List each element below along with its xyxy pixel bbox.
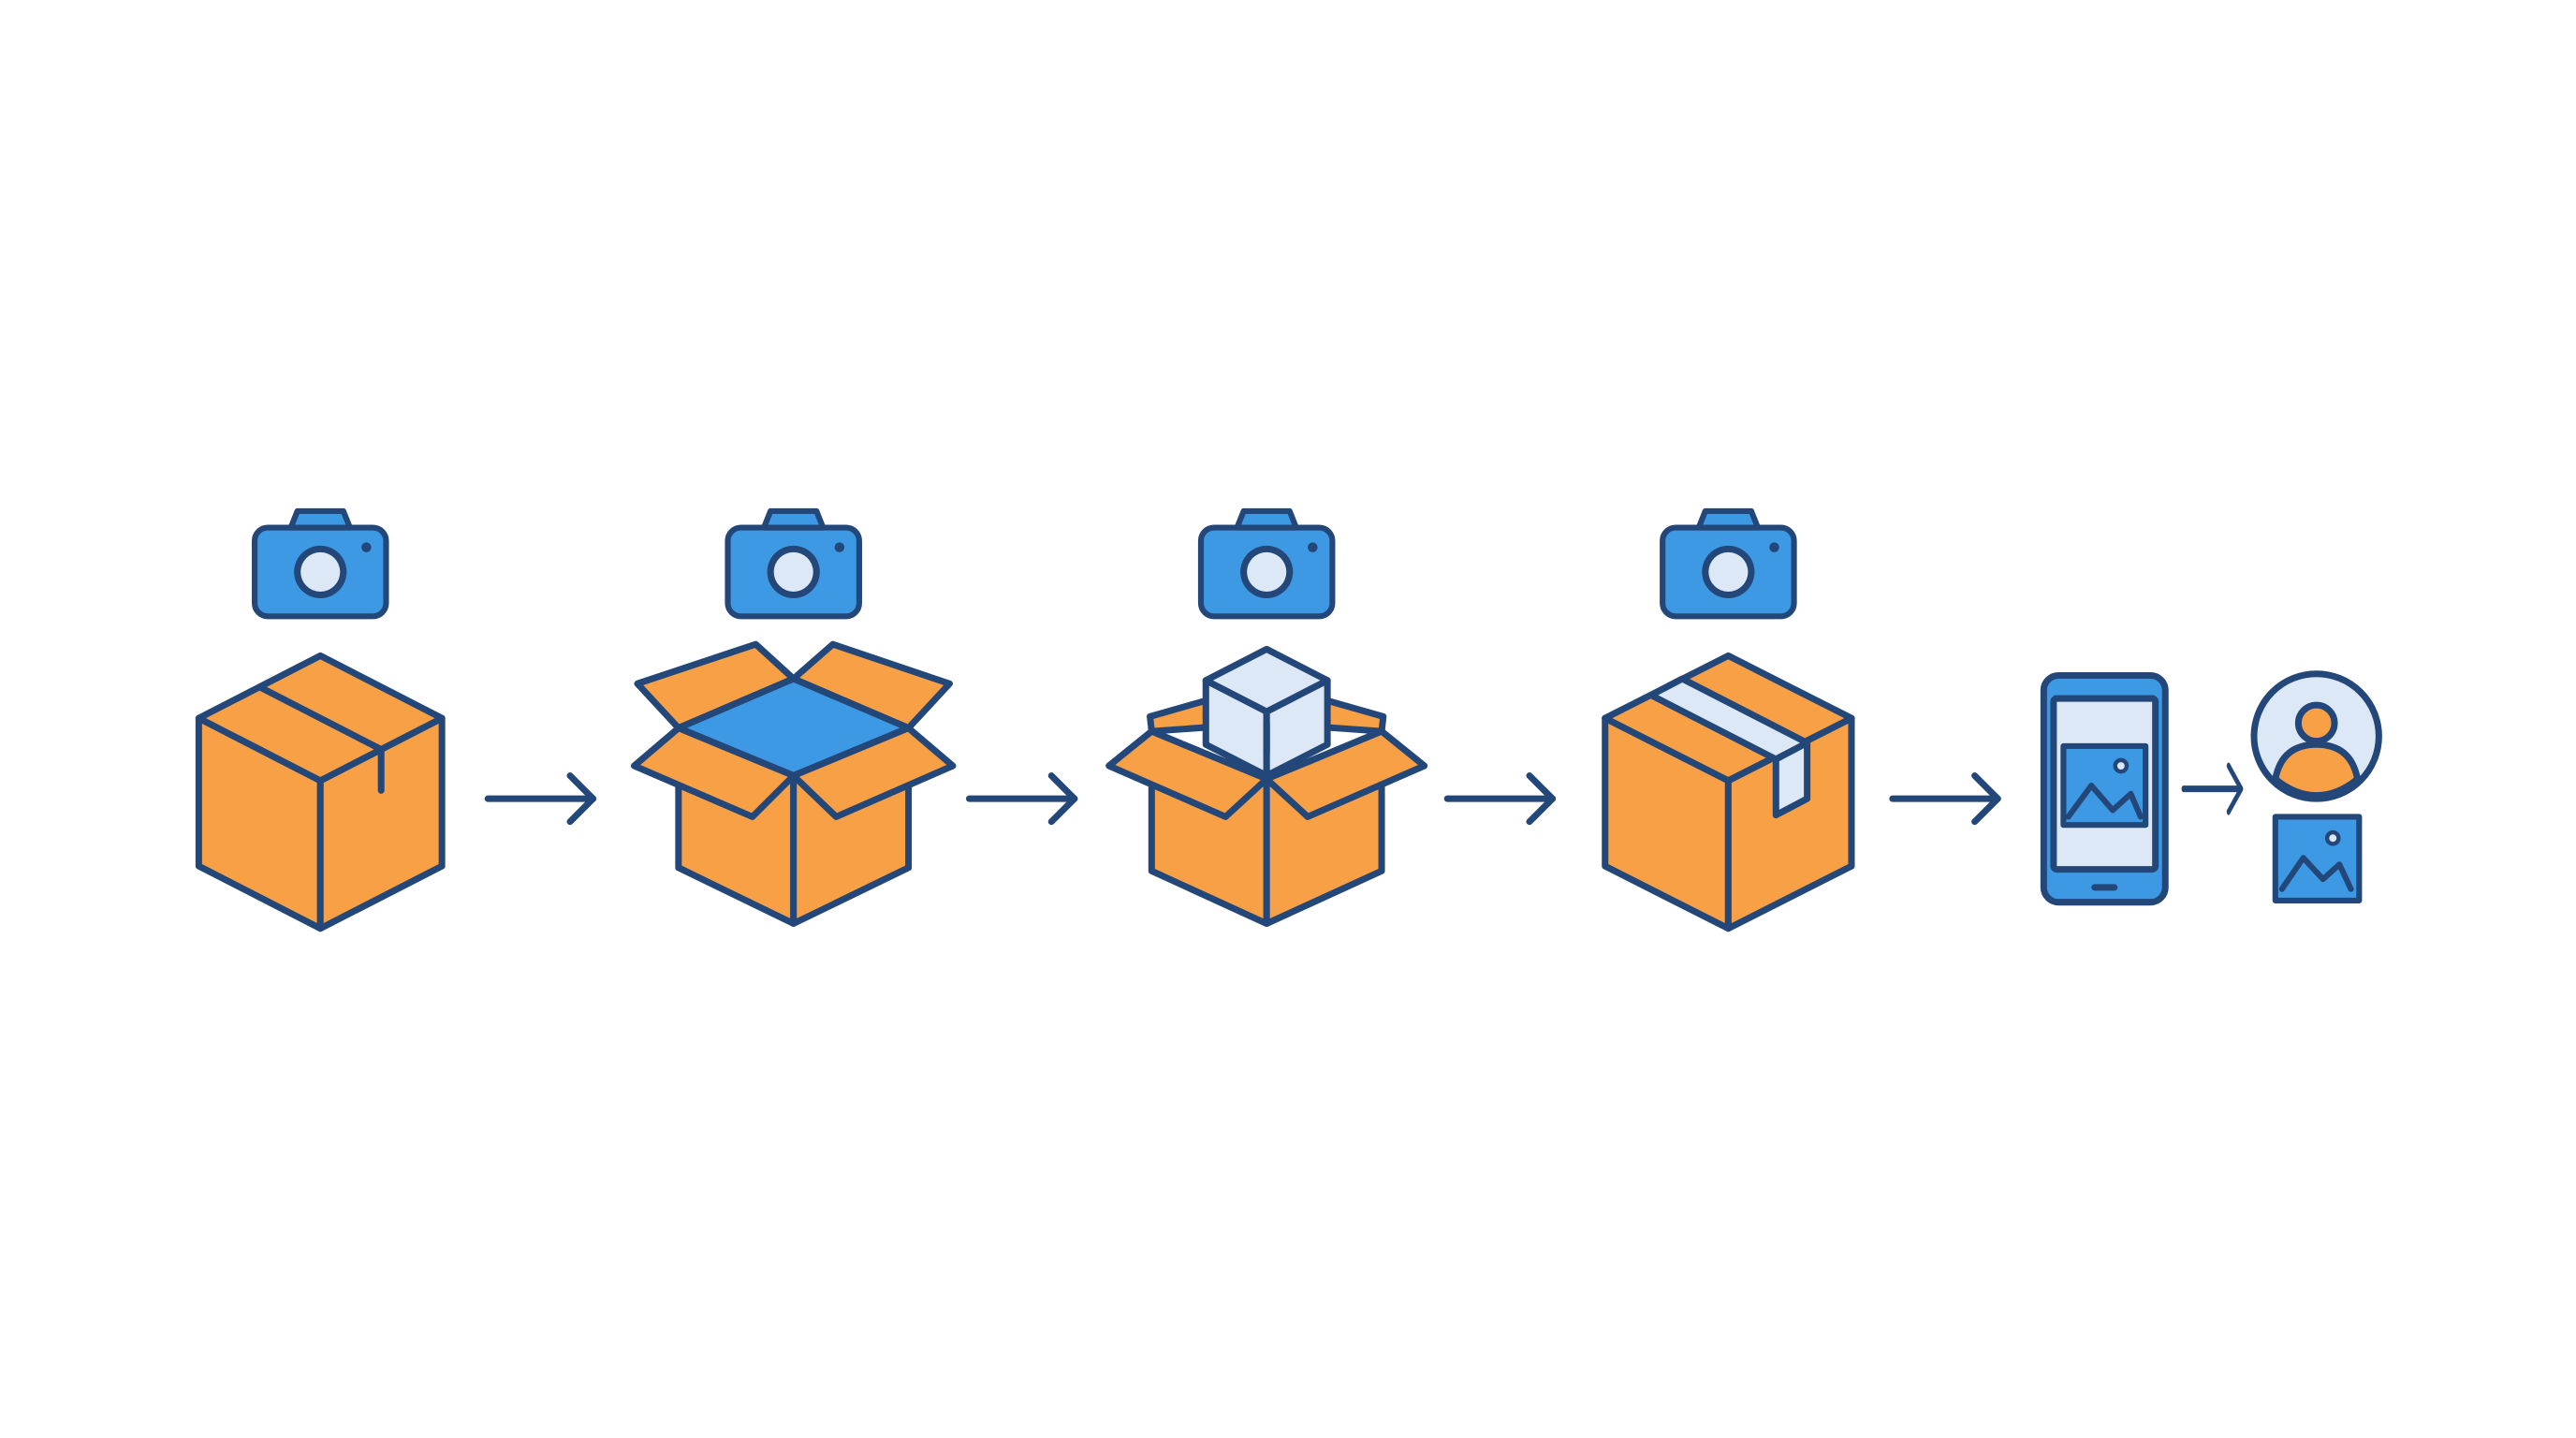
arrow-right-icon [1893,776,1998,822]
step-profile-photo [2250,670,2382,904]
open-box-icon [630,640,957,928]
box-with-item-icon [1105,645,1428,928]
image-thumbnail-icon [2272,814,2363,904]
step-closed-box [195,511,446,932]
user-avatar-icon [2250,670,2382,802]
camera-icon [255,511,386,616]
camera-icon [1662,511,1793,616]
taped-box-icon [1602,652,1855,932]
step-open-box-with-item [1105,511,1428,928]
smartphone-photo-icon [2040,671,2169,906]
arrow-right-icon [2184,766,2242,812]
step-open-empty-box [630,511,957,928]
camera-icon [728,511,859,616]
camera-icon [1201,511,1332,616]
step-taped-box [1602,511,1855,932]
closed-box-icon [195,652,446,932]
step-phone-photo [2040,671,2169,906]
arrow-right-icon [1447,776,1552,822]
arrow-right-icon [488,776,593,822]
arrow-right-icon [970,776,1075,822]
